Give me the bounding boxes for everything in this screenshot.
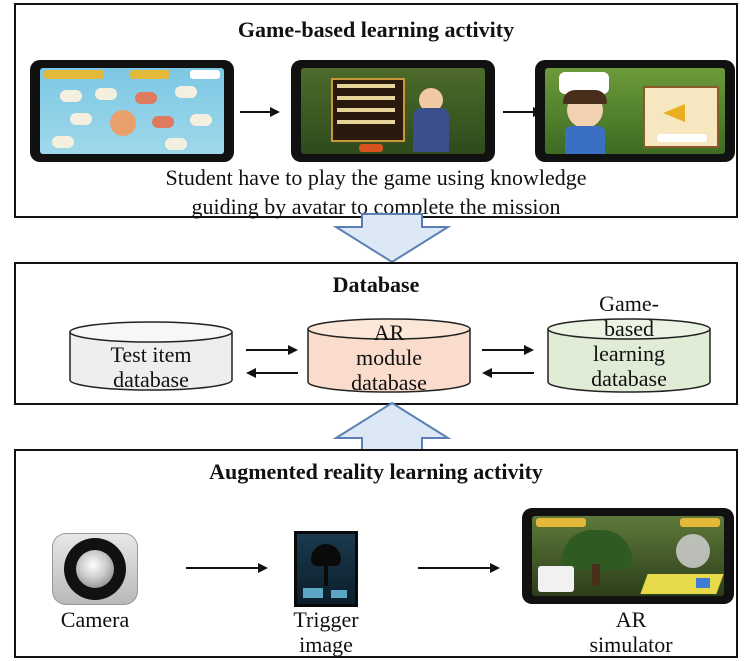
game-based-db-line1: Game- [599, 291, 659, 316]
game-based-db-line2: based [603, 316, 655, 341]
test-item-db-label: Test item database [68, 342, 234, 392]
ar-simulator-label: AR simulator [556, 607, 706, 657]
ar-module-db-label: AR module database [306, 320, 472, 395]
camera-label: Camera [60, 607, 130, 632]
game-caption: Student have to play the game using know… [16, 163, 736, 221]
flow-arrow-1 [240, 107, 280, 117]
db-arrow-right-2 [482, 345, 534, 355]
game-based-panel: Game-based learning activity [14, 3, 738, 221]
quiz-avatar-screen [301, 68, 485, 154]
test-item-db-line1: Test item [110, 342, 192, 367]
camera-icon [52, 533, 138, 605]
game-based-db-cylinder [547, 318, 711, 393]
game-based-db-line3: learning [592, 341, 666, 366]
ar-panel: Augmented reality learning activity Came… [14, 449, 738, 658]
game-panel-title: Game-based learning activity [237, 17, 515, 42]
game-map-screen [40, 68, 224, 154]
test-item-db-line2: database [113, 367, 189, 392]
ar-module-db-line3: database [351, 370, 427, 395]
database-panel: Database Test item database AR module da… [14, 262, 738, 405]
game-based-db-label: Game- based learning database [546, 291, 712, 391]
ar-module-db-line1: AR [373, 320, 405, 345]
mission-result-screen [545, 68, 725, 154]
trigger-label-line1: Trigger [293, 607, 359, 632]
game-map-tablet [30, 60, 234, 162]
game-caption-line1: Student have to play the game using know… [165, 165, 587, 190]
up-flow-arrow [332, 401, 452, 452]
database-panel-title: Database [332, 272, 420, 297]
down-flow-arrow [332, 213, 452, 264]
ar-simulator-label-line2: simulator [589, 632, 673, 657]
test-item-db-cylinder [69, 321, 233, 391]
ar-arrow-2 [418, 563, 500, 573]
game-based-db-line4: database [591, 366, 667, 391]
db-arrow-left-1 [246, 368, 298, 378]
db-arrow-right-1 [246, 345, 298, 355]
ar-module-db-line2: module [356, 345, 422, 370]
mission-tablet [535, 60, 735, 162]
ar-arrow-1 [186, 563, 268, 573]
db-arrow-left-2 [482, 368, 534, 378]
trigger-image [294, 531, 358, 607]
ar-module-db-cylinder [307, 318, 471, 393]
ar-simulator-label-line1: AR [615, 607, 647, 632]
trigger-label-line2: image [299, 632, 353, 657]
ar-simulator-screen [532, 516, 724, 596]
trigger-label: Trigger image [266, 607, 386, 657]
quiz-tablet [291, 60, 495, 162]
ar-simulator-tablet [522, 508, 734, 604]
ar-panel-title: Augmented reality learning activity [209, 459, 543, 484]
